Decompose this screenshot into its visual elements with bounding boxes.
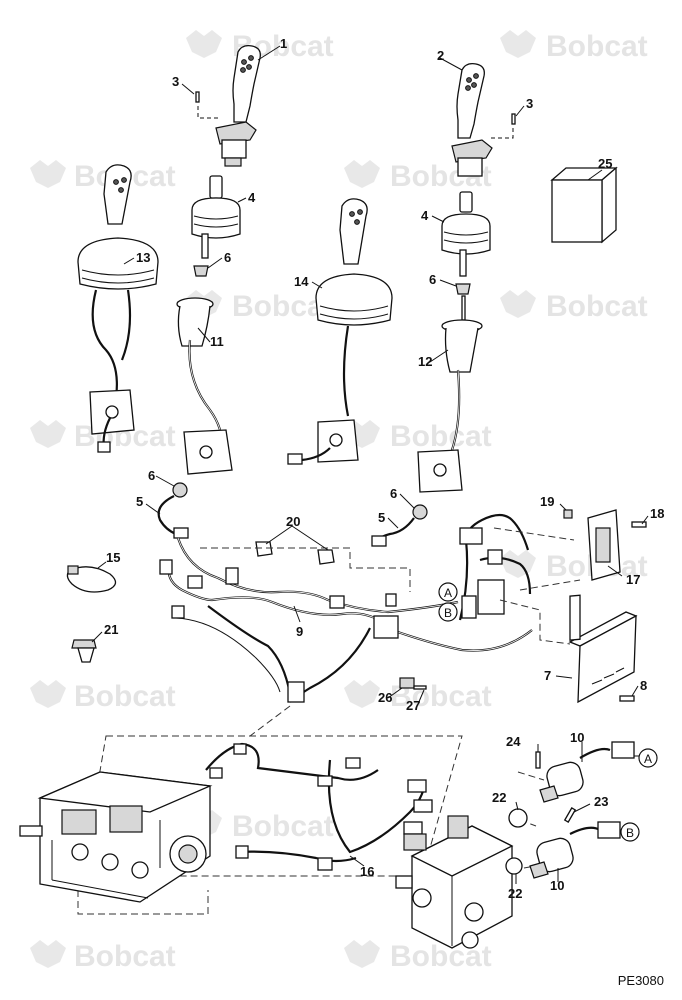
- connector-a-solenoid: A: [638, 748, 658, 768]
- leader-lines: [91, 45, 649, 884]
- page-reference-code: PE3080: [617, 973, 664, 988]
- svg-text:B: B: [626, 826, 634, 840]
- svg-text:A: A: [444, 586, 452, 600]
- callout-5-right: 5: [378, 510, 385, 525]
- screw-24: [535, 751, 541, 769]
- callout-10-upper: 10: [570, 730, 584, 745]
- screw-8: [619, 695, 635, 702]
- callout-26: 26: [378, 690, 392, 705]
- callout-17: 17: [626, 572, 640, 587]
- callout-21: 21: [104, 622, 118, 637]
- callout-13: 13: [136, 250, 150, 265]
- solenoid-10-lower: [529, 821, 621, 879]
- callout-25: 25: [598, 156, 612, 171]
- callout-14: 14: [294, 274, 309, 289]
- callout-23: 23: [594, 794, 608, 809]
- callout-22-upper: 22: [492, 790, 506, 805]
- harness-16: [205, 742, 433, 871]
- clip-21: [71, 639, 97, 663]
- callout-12: 12: [418, 354, 432, 369]
- callout-27: 27: [406, 698, 420, 713]
- hydraulic-pump: [19, 771, 213, 903]
- screw-18: [631, 521, 647, 528]
- connector-b-solenoid: B: [620, 822, 640, 842]
- watermark-6: Bobcat: [500, 290, 648, 323]
- nut-19: [563, 509, 573, 519]
- joystick-handle-1: [215, 44, 261, 167]
- box-25: [550, 166, 618, 244]
- callout-7: 7: [544, 668, 551, 683]
- watermark-2: Bobcat: [500, 30, 648, 63]
- main-harness-9: [159, 513, 533, 703]
- callout-6-d: 6: [390, 486, 397, 501]
- callout-3-left: 3: [172, 74, 179, 89]
- joystick-assembly-14: [287, 198, 393, 465]
- callout-4-left: 4: [248, 190, 256, 205]
- pigtail-5-left: [157, 482, 189, 539]
- watermark-11: Bobcat: [344, 680, 492, 713]
- callout-9: 9: [296, 624, 303, 639]
- nut-6-left: [193, 265, 209, 277]
- callout-22-lower: 22: [508, 886, 522, 901]
- callout-5-left: 5: [136, 494, 143, 509]
- plugs-20: [255, 541, 335, 565]
- callout-6-a: 6: [224, 250, 231, 265]
- callout-19: 19: [540, 494, 554, 509]
- callout-2: 2: [437, 48, 444, 63]
- callout-1: 1: [280, 36, 287, 51]
- parts-26-27: [399, 677, 427, 690]
- callout-15: 15: [106, 550, 120, 565]
- callout-6-c: 6: [148, 468, 155, 483]
- solenoid-10-upper: [539, 741, 635, 803]
- watermark-3: Bobcat: [30, 160, 176, 193]
- bellows-4-right: [441, 191, 491, 277]
- pigtail-5-right: [371, 504, 428, 547]
- callout-6-b: 6: [429, 272, 436, 287]
- watermark-10: Bobcat: [30, 680, 176, 713]
- callout-20: 20: [286, 514, 300, 529]
- bracket-17: [587, 509, 621, 581]
- callout-3-right: 3: [526, 96, 533, 111]
- svg-text:B: B: [444, 606, 452, 620]
- watermark-8: Bobcat: [344, 420, 492, 453]
- control-valve: [395, 815, 514, 949]
- callout-16: 16: [360, 864, 374, 879]
- nut-6-right: [455, 283, 471, 295]
- connector-a-harness: A: [438, 582, 458, 602]
- svg-text:Bobcat: Bobcat: [74, 680, 176, 713]
- callout-18: 18: [650, 506, 664, 521]
- svg-text:Bobcat: Bobcat: [546, 30, 648, 63]
- callout-4-right: 4: [421, 208, 429, 223]
- cable-tie-15: [66, 565, 117, 593]
- screw-3-left: [195, 91, 220, 119]
- callout-11: 11: [210, 334, 224, 349]
- svg-text:A: A: [644, 752, 652, 766]
- bellows-4-left: [191, 175, 241, 259]
- svg-text:Bobcat: Bobcat: [546, 290, 648, 323]
- svg-text:Bobcat: Bobcat: [74, 940, 176, 973]
- watermark-13: Bobcat: [30, 940, 176, 973]
- connector-b-harness: B: [438, 602, 458, 622]
- svg-text:Bobcat: Bobcat: [232, 810, 334, 843]
- joystick-assembly-13: [77, 164, 159, 453]
- joystick-handle-2: [451, 62, 493, 177]
- svg-text:Bobcat: Bobcat: [390, 420, 492, 453]
- callout-10-lower: 10: [550, 878, 564, 893]
- grommet-11: [176, 297, 233, 475]
- callout-8: 8: [640, 678, 647, 693]
- o-rings-22: [505, 808, 528, 875]
- screw-3-right: [491, 113, 516, 139]
- module-7: [568, 594, 638, 704]
- screw-23: [563, 807, 577, 823]
- callout-labels: 1 2 3 3 4 4 6 6 13 14 11 12 6 6 5 5 20 2…: [104, 36, 664, 901]
- callout-24: 24: [506, 734, 521, 749]
- grommet-12: [417, 295, 483, 493]
